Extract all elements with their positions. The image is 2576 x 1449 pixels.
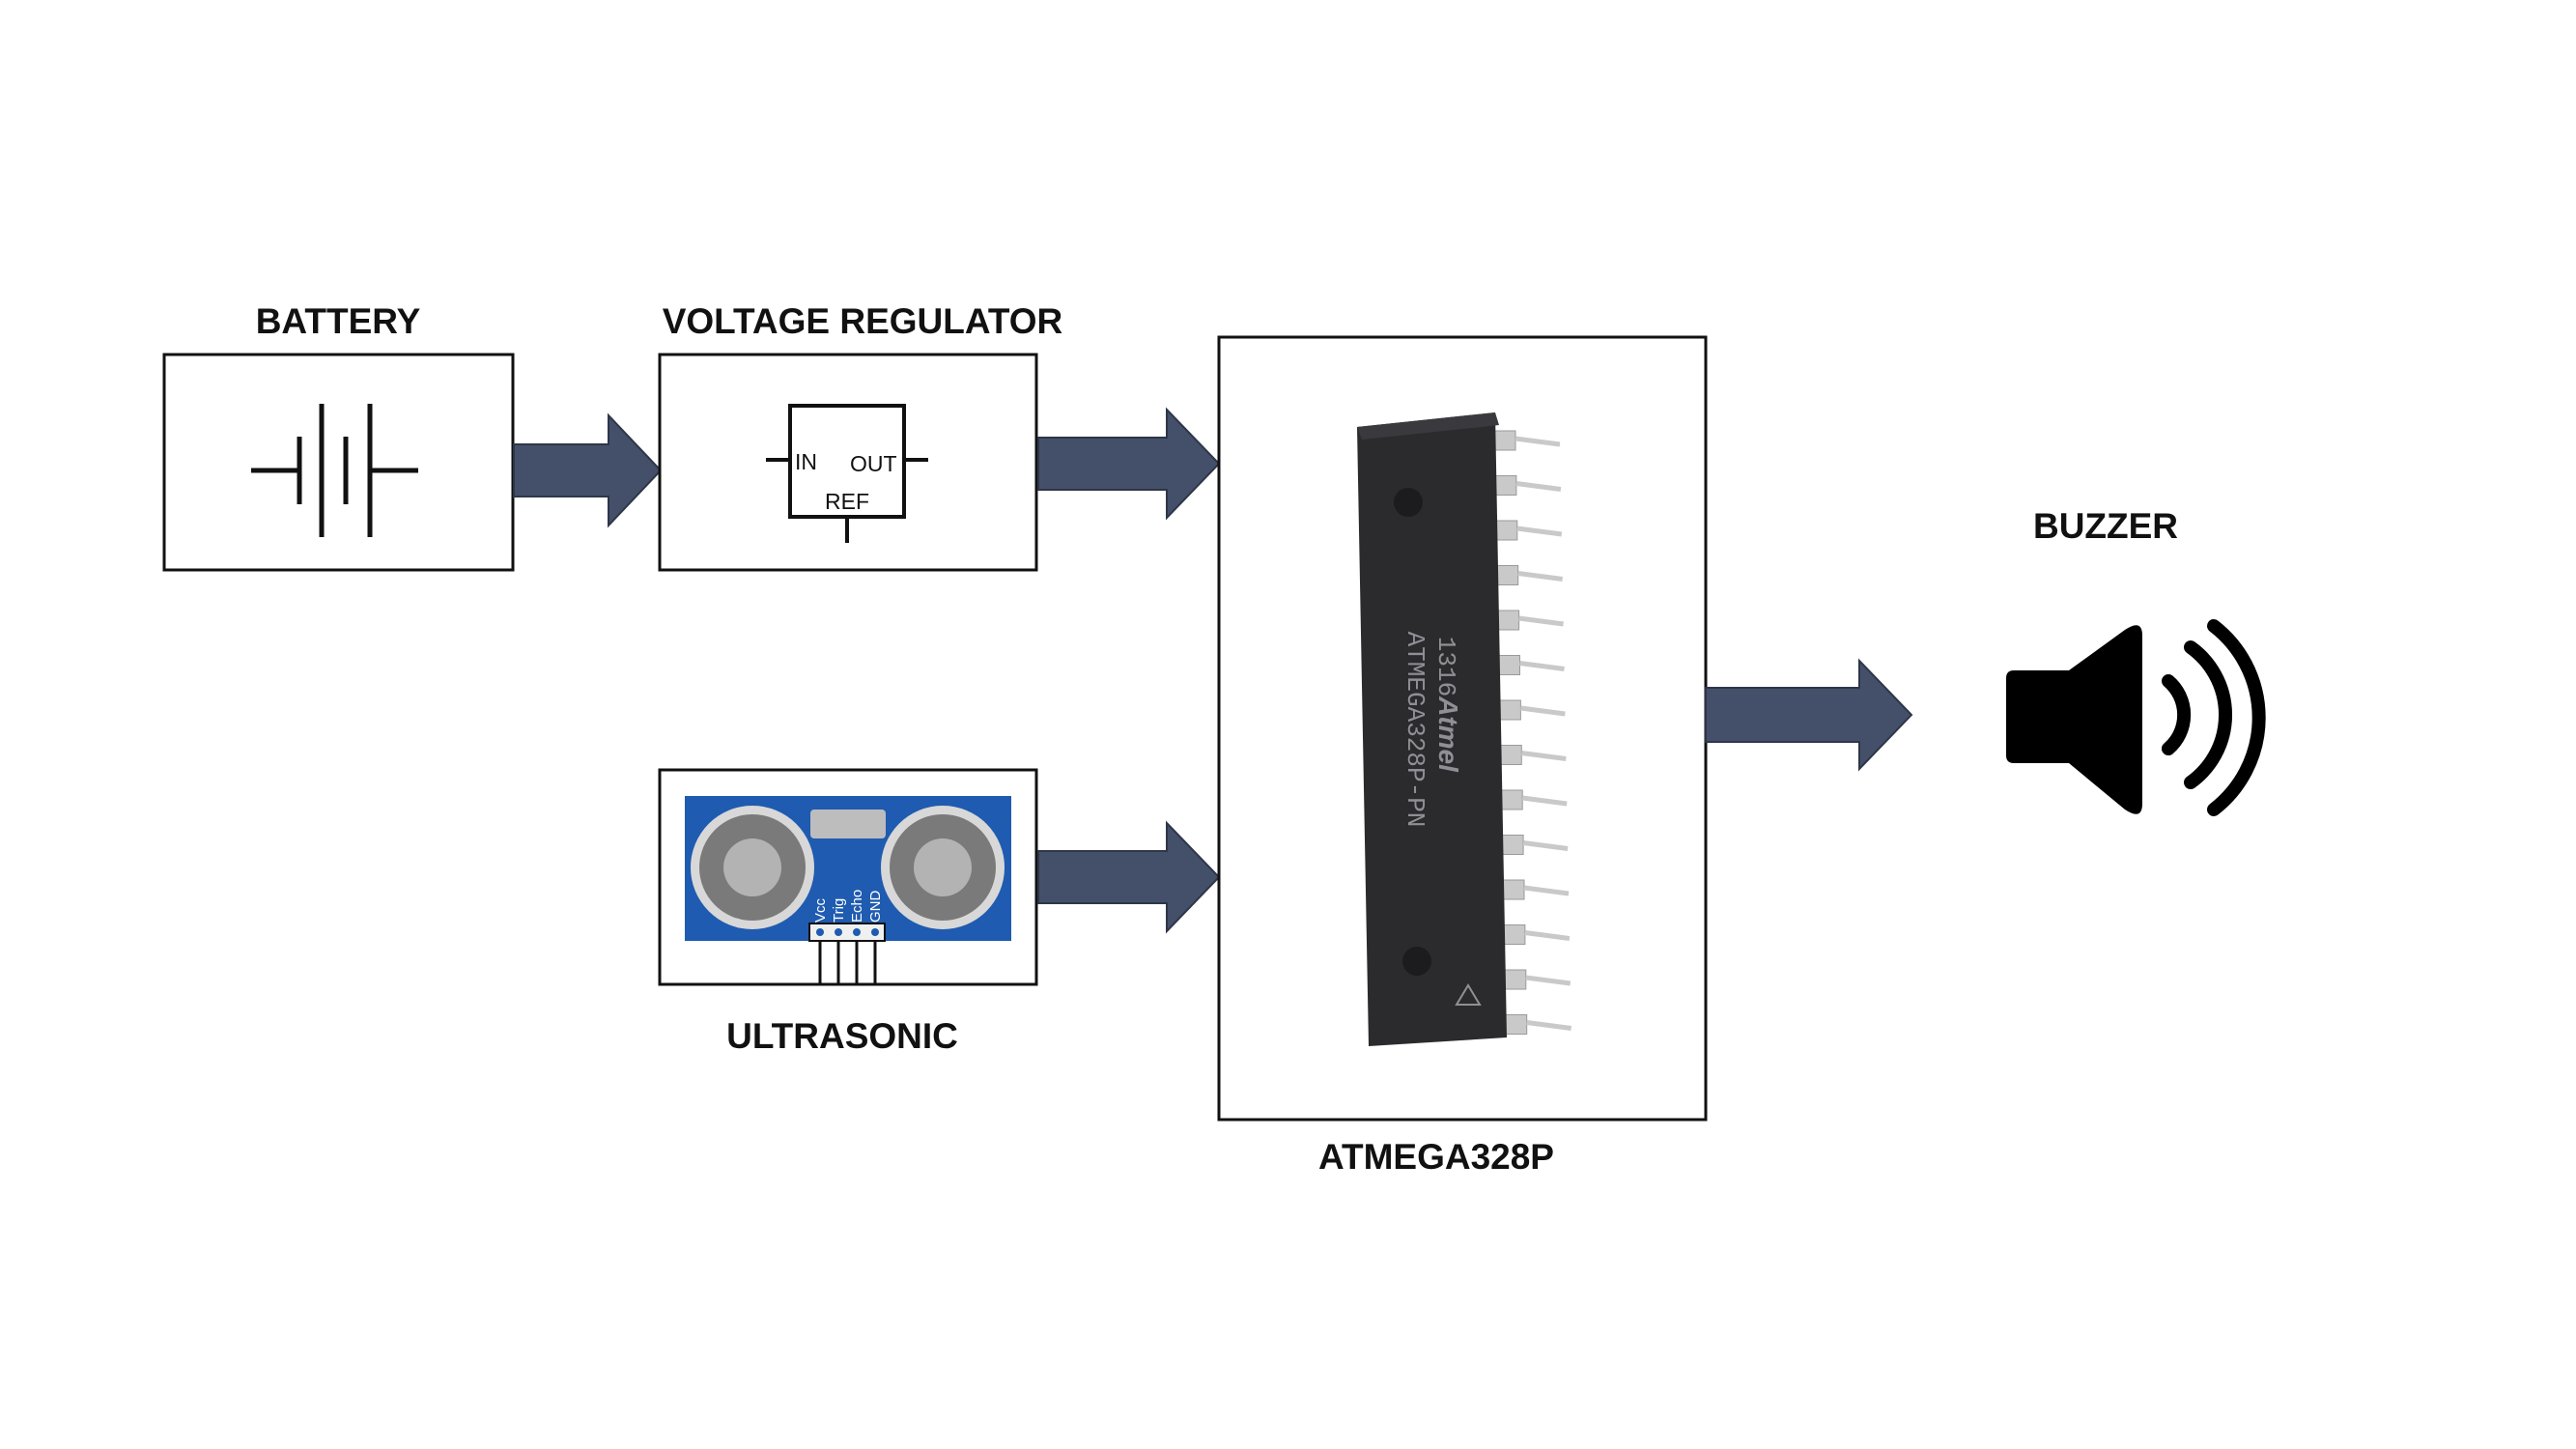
regulator-pin-out: OUT [850,451,897,476]
chip-pin-lead-1 [1514,436,1561,447]
chip-pin-lead-4 [1517,571,1564,582]
battery-symbol-icon [251,404,418,537]
chip-pin-9 [1500,789,1523,810]
chip-pin-3 [1495,520,1518,541]
voltage-regulator-label: VOLTAGE REGULATOR [663,301,1063,341]
chip-pin-lead-11 [1523,885,1570,896]
regulator-pin-in: IN [795,449,817,474]
chip-pin-7 [1498,699,1521,721]
battery-label: BATTERY [256,301,421,341]
chip-pin-10 [1501,835,1524,855]
mcu-label: ATMEGA328P [1318,1137,1554,1177]
chip-pin-14 [1505,1014,1528,1035]
chip-pin-lead-6 [1519,661,1565,671]
chip-pin-8 [1499,745,1522,765]
ultrasonic-sensor-icon: Vcc Trig Echo GND [685,796,1011,984]
chip-pin-5 [1497,610,1520,631]
chip-pin-lead-10 [1522,840,1569,851]
regulator-pin-ref: REF [825,489,869,514]
sensor-pin-trig: Trig [831,898,847,923]
arrow-battery-to-regulator [513,412,663,528]
chip-pin-1 [1493,430,1516,451]
chip-date-code: 1316 [1431,637,1460,696]
ic-chip-icon: Atmel 1316 ATMEGA328P-PN [1357,412,1572,1046]
regulator-symbol-icon: IN OUT REF [766,404,928,543]
battery-box [162,353,515,572]
chip-pin-lead-3 [1516,526,1563,537]
chip-pins [1493,430,1572,1035]
speaker-icon [2006,619,2266,816]
chip-pin-11 [1502,879,1525,900]
chip-part-number: ATMEGA328P-PN [1401,632,1430,828]
ultrasonic-label: ULTRASONIC [726,1016,958,1056]
chip-pin-lead-8 [1520,751,1567,761]
chip-pin-lead-12 [1524,930,1571,941]
chip-pin-lead-5 [1518,615,1564,627]
arrow-regulator-to-mcu [1037,407,1221,521]
buzzer-label: BUZZER [2033,506,2178,546]
arrow-ultrasonic-to-mcu [1037,820,1221,934]
sensor-pin-gnd: GND [867,891,884,923]
chip-brand: Atmel [1433,696,1463,773]
arrow-mcu-to-buzzer [1705,658,1913,772]
chip-pin-2 [1494,475,1517,496]
sensor-pin-echo: Echo [849,890,865,923]
chip-pin-6 [1498,655,1520,675]
chip-pin-lead-9 [1521,795,1568,807]
chip-pin-4 [1496,565,1519,585]
chip-pin-13 [1504,969,1527,990]
chip-pin-lead-14 [1526,1020,1572,1031]
chip-pin-lead-13 [1525,975,1571,986]
chip-pin-lead-7 [1520,705,1566,717]
chip-pin-lead-2 [1515,481,1562,492]
chip-pin-12 [1503,924,1526,945]
sensor-pin-vcc: Vcc [812,897,829,923]
